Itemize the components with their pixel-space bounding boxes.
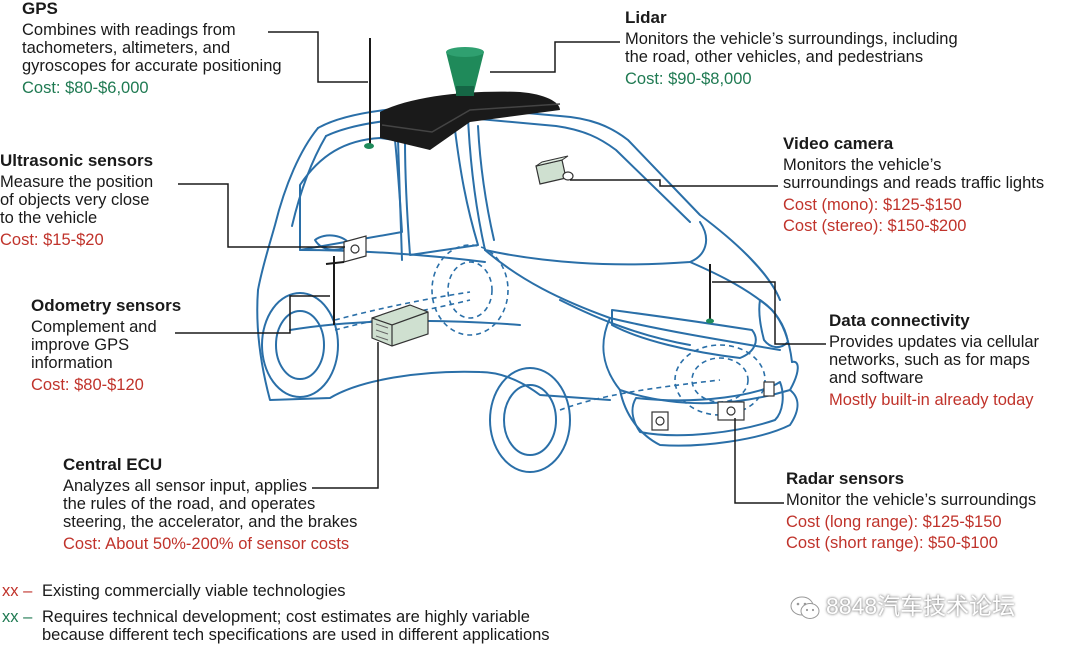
radar-sensor-units	[651, 381, 775, 431]
radar-description: Monitor the vehicle’s surroundings	[786, 491, 1037, 509]
central-ecu-description: Analyzes all sensor input, applies the r…	[63, 477, 358, 531]
leader-lines	[175, 31, 826, 504]
lidar-description: Monitors the vehicle’s surroundings, inc…	[625, 30, 958, 66]
gps-block: GPS Combines with readings from tachomet…	[22, 0, 282, 97]
car-body-outline	[256, 105, 799, 473]
ultrasonic-cost: Cost: $15-$20	[0, 231, 104, 249]
central-ecu-cost: Cost: About 50%-200% of sensor costs	[63, 535, 350, 553]
lidar-cost: Cost: $90-$8,000	[625, 70, 752, 88]
radar-block: Radar sensors Monitor the vehicle’s surr…	[786, 469, 1037, 553]
wechat-icon	[790, 596, 820, 619]
central-ecu-title: Central ECU	[63, 455, 163, 474]
legend-mark-green: xx –	[2, 608, 33, 626]
gps-title: GPS	[22, 0, 58, 18]
data-connectivity-title: Data connectivity	[829, 311, 970, 330]
ultrasonic-title: Ultrasonic sensors	[0, 151, 154, 170]
odometry-cost: Cost: $80-$120	[31, 376, 144, 394]
video-camera-unit	[535, 155, 574, 185]
ultrasonic-sensor-unit	[343, 235, 367, 263]
legend-mark-red: xx –	[2, 582, 33, 600]
gps-description: Combines with readings from tachometers,…	[22, 21, 282, 75]
legend-text-development: Requires technical development; cost est…	[42, 608, 550, 644]
video-camera-cost-stereo: Cost (stereo): $150-$200	[783, 217, 967, 235]
radar-title: Radar sensors	[786, 469, 905, 488]
video-camera-block: Video camera Monitors the vehicle’s surr…	[783, 134, 1045, 236]
odometry-title: Odometry sensors	[31, 296, 182, 315]
lidar-title: Lidar	[625, 8, 667, 27]
ultrasonic-block: Ultrasonic sensors Measure the position …	[0, 151, 154, 250]
lidar-block: Lidar Monitors the vehicle’s surrounding…	[625, 8, 958, 89]
data-connectivity-description: Provides updates via cellular networks, …	[829, 333, 1040, 387]
watermark-text: 8848汽车技术论坛	[826, 593, 1016, 619]
odometry-sensor-unit	[325, 256, 345, 325]
video-camera-cost-mono: Cost (mono): $125-$150	[783, 196, 962, 214]
video-camera-description: Monitors the vehicle’s surroundings and …	[783, 156, 1045, 192]
ultrasonic-description: Measure the position of objects very clo…	[0, 173, 154, 227]
legend-text-existing: Existing commercially viable technologie…	[42, 582, 346, 600]
odometry-description: Complement and improve GPS information	[31, 318, 157, 372]
odometry-block: Odometry sensors Complement and improve …	[31, 296, 182, 395]
radar-cost-short: Cost (short range): $50-$100	[786, 534, 998, 552]
watermark: 8848汽车技术论坛	[790, 587, 1015, 621]
gps-cost: Cost: $80-$6,000	[22, 79, 149, 97]
legend-development: xx – Requires technical development; cost…	[2, 608, 550, 644]
roof-rack	[380, 91, 560, 150]
data-connectivity-cost: Mostly built-in already today	[829, 391, 1034, 409]
legend-existing: xx – Existing commercially viable technol…	[2, 582, 346, 600]
central-ecu-block: Central ECU Analyzes all sensor input, a…	[63, 455, 358, 554]
lidar-unit	[446, 47, 484, 96]
video-camera-title: Video camera	[783, 134, 894, 153]
radar-cost-long: Cost (long range): $125-$150	[786, 513, 1002, 531]
central-ecu-unit	[371, 304, 429, 347]
data-connectivity-block: Data connectivity Provides updates via c…	[829, 311, 1040, 410]
